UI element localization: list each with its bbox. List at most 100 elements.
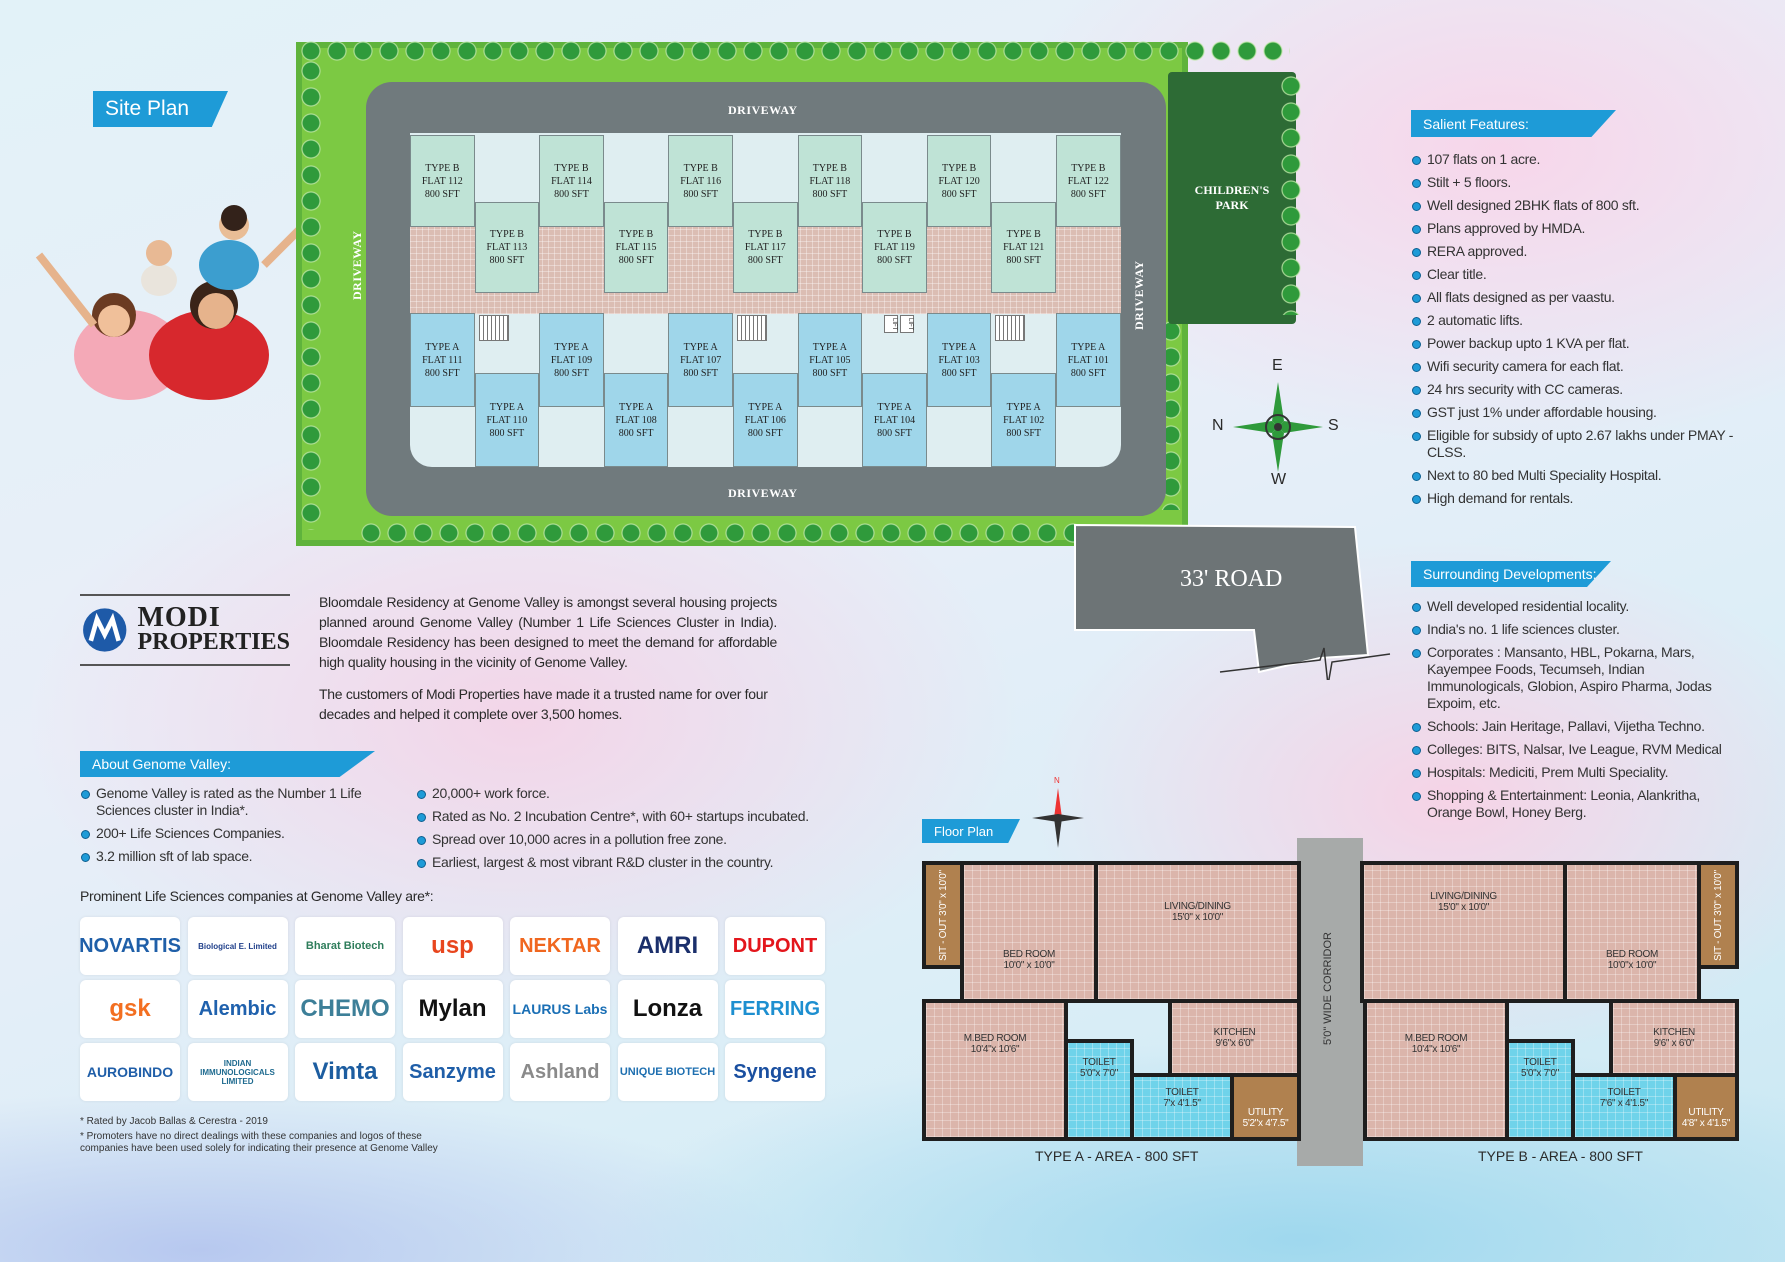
- flat-area: 800 SFT: [554, 188, 589, 200]
- flat-type: TYPE B: [1071, 162, 1106, 174]
- flat-flat: FLAT 119: [874, 242, 915, 253]
- list-item: Spread over 10,000 acres in a pollution …: [416, 831, 816, 848]
- company-name: Biological E. Limited: [198, 941, 277, 951]
- tree-row-top: [300, 40, 1290, 62]
- company-logo: usp: [402, 917, 503, 975]
- company-name: Ashland: [520, 1060, 600, 1083]
- company-logo: NOVARTIS: [79, 917, 181, 975]
- flat-area: 800 SFT: [941, 188, 977, 200]
- flat-type: TYPE B: [619, 229, 654, 240]
- footnote-2: * Promoters have no direct dealings with…: [80, 1131, 438, 1154]
- list-item: Shopping & Entertainment: Leonia, Alankr…: [1411, 787, 1741, 821]
- tree-column-left: [300, 60, 322, 530]
- flat-area: 800 SFT: [747, 427, 783, 439]
- brand-name-line2: PROPERTIES: [137, 629, 290, 655]
- company-logo: FERRING: [725, 980, 825, 1038]
- about-list-col1: Genome Valley is rated as the Number 1 L…: [80, 785, 380, 871]
- flat-flat: FLAT 107: [680, 354, 722, 366]
- flat-type: TYPE B: [1006, 229, 1041, 240]
- list-item: Corporates : Mansanto, HBL, Pokarna, Mar…: [1411, 644, 1741, 712]
- flat-area: 800 SFT: [489, 427, 525, 439]
- intro-paragraph-1: Bloomdale Residency at Genome Valley is …: [319, 594, 777, 670]
- list-item: All flats designed as per vaastu.: [1411, 289, 1741, 306]
- staircase: [478, 315, 509, 341]
- flat-type: TYPE B: [425, 162, 460, 174]
- flat-flat: FLAT 111: [422, 354, 463, 366]
- company-logo: Sanzyme: [402, 1043, 503, 1101]
- flat-type: TYPE B: [554, 162, 589, 174]
- company-logo: gsk: [80, 980, 180, 1038]
- flat-flat: FLAT 109: [550, 354, 593, 366]
- list-item: 2 automatic lifts.: [1411, 312, 1741, 329]
- footnote-1: * Rated by Jacob Ballas & Cerestra - 201…: [80, 1116, 268, 1127]
- flat-flat: FLAT 121: [1003, 242, 1045, 253]
- flat-type: TYPE B: [748, 229, 783, 240]
- list-item: GST just 1% under affordable housing.: [1411, 404, 1741, 421]
- company-logo: Bharat Biotech: [295, 917, 395, 975]
- list-item: Colleges: BITS, Nalsar, Ive League, RVM …: [1411, 741, 1741, 758]
- flat-type: TYPE A: [619, 401, 654, 413]
- about-genome-valley-tag: About Genome Valley:: [80, 751, 375, 777]
- salient-features-tag: Salient Features:: [1411, 110, 1616, 137]
- compass-west: W: [1271, 471, 1287, 488]
- flat-flat: FLAT 120: [938, 175, 980, 187]
- type-b-caption: TYPE B - AREA - 800 SFT: [1478, 1148, 1643, 1164]
- about-list-col2: 20,000+ work force.Rated as No. 2 Incuba…: [416, 785, 816, 877]
- list-item: Power backup upto 1 KVA per flat.: [1411, 335, 1741, 352]
- company-name: NEKTAR: [519, 934, 601, 957]
- flat-area: 800 SFT: [747, 255, 783, 266]
- compass-north: N: [1212, 417, 1224, 434]
- company-logo: Biological E. Limited: [187, 917, 288, 975]
- list-item: 200+ Life Sciences Companies.: [80, 825, 380, 842]
- company-logo: Alembic: [187, 980, 288, 1038]
- flat-type: TYPE A: [942, 341, 977, 353]
- company-logo: Syngene: [725, 1043, 825, 1101]
- company-name: usp: [431, 932, 474, 959]
- list-item: 24 hrs security with CC cameras.: [1411, 381, 1741, 398]
- list-item: 20,000+ work force.: [416, 785, 816, 802]
- list-item: Schools: Jain Heritage, Pallavi, Vijetha…: [1411, 718, 1741, 735]
- list-item: 107 flats on 1 acre.: [1411, 151, 1741, 168]
- road-label: 33' ROAD: [1180, 566, 1283, 592]
- site-compass: E W N S: [1212, 357, 1339, 488]
- company-name: Sanzyme: [409, 1060, 496, 1083]
- flat-area: 800 SFT: [1070, 367, 1106, 379]
- driveway-label-top: DRIVEWAY: [728, 103, 798, 117]
- company-name: CHEMO: [300, 995, 390, 1022]
- tree-column-park: [1280, 75, 1302, 315]
- flat-area: 800 SFT: [424, 367, 460, 379]
- company-name: LAURUS Labs: [512, 1001, 608, 1017]
- list-item: RERA approved.: [1411, 243, 1741, 260]
- site-plan-tag: Site Plan: [93, 91, 228, 127]
- flat-type: TYPE A: [1071, 341, 1106, 353]
- company-logo: UNIQUE BIOTECH: [617, 1043, 718, 1101]
- flat-type: TYPE A: [812, 341, 847, 353]
- compass-icon: [1233, 382, 1323, 472]
- flat-flat: FLAT 102: [1003, 414, 1045, 426]
- list-item: India's no. 1 life sciences cluster.: [1411, 621, 1741, 638]
- intro-paragraph-2: The customers of Modi Properties have ma…: [319, 686, 768, 722]
- list-item: Earliest, largest & most vibrant R&D clu…: [416, 854, 816, 871]
- list-item: Genome Valley is rated as the Number 1 L…: [80, 785, 380, 819]
- flat-flat: FLAT 114: [551, 175, 592, 187]
- lift: LIFT: [900, 315, 915, 333]
- driveway-label-bottom: DRIVEWAY: [728, 486, 798, 500]
- driveway-label-right: DRIVEWAY: [1132, 260, 1146, 330]
- flat-area: 800 SFT: [618, 255, 654, 266]
